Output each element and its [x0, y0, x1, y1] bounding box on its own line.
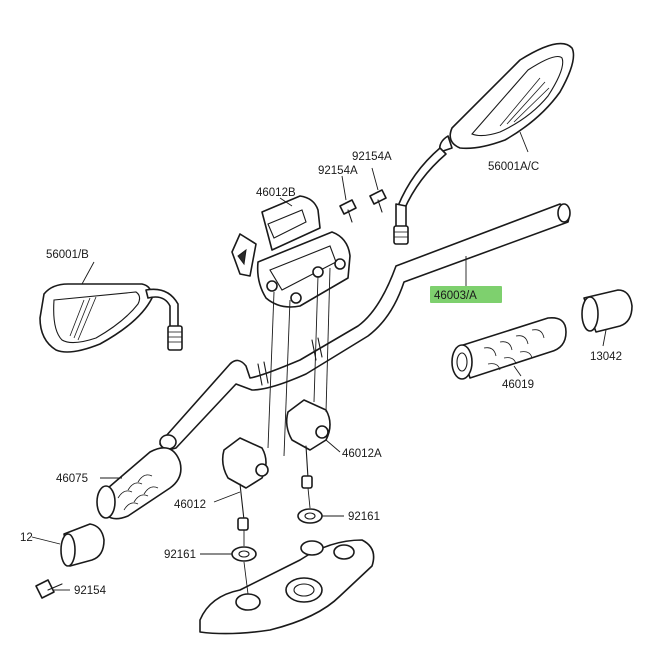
label-46075: 46075 — [56, 473, 88, 485]
highlight-46003 — [430, 286, 502, 303]
holder-lower-a[interactable] — [285, 399, 331, 489]
triple-clamp — [199, 539, 375, 635]
label-46012: 46012 — [174, 499, 206, 511]
label-12: 12 — [20, 532, 33, 544]
guide-lines — [243, 267, 331, 595]
label-92154: 92154 — [74, 585, 107, 597]
bolt-92154[interactable] — [35, 579, 63, 599]
washer-left[interactable] — [231, 546, 257, 562]
label-56001-b: 56001/B — [46, 249, 89, 261]
label-46003-a: 46003/A — [434, 290, 477, 302]
mirror-left[interactable] — [39, 283, 183, 353]
weight-right[interactable] — [581, 289, 633, 333]
label-92154a-left: 92154A — [318, 165, 358, 177]
weight-left[interactable] — [60, 523, 105, 567]
grip-left[interactable] — [96, 446, 182, 520]
bolt-92154a-left[interactable] — [339, 199, 357, 223]
label-46012b: 46012B — [256, 187, 296, 199]
washer-right[interactable] — [297, 508, 323, 524]
label-92154a-right: 92154A — [352, 151, 392, 163]
label-46019: 46019 — [502, 379, 534, 391]
mirror-right[interactable] — [393, 42, 575, 245]
label-56001a-c: 56001A/C — [488, 161, 539, 173]
label-92161-left: 92161 — [164, 549, 196, 561]
leader-lines — [31, 131, 607, 591]
part-labels: 56001A/C 56001/B 92154A 92154A 46012B 46… — [20, 151, 622, 597]
label-46012a: 46012A — [342, 448, 382, 460]
handlebar[interactable] — [159, 203, 571, 451]
label-92161-right: 92161 — [348, 511, 380, 523]
holder-upper[interactable] — [231, 195, 351, 308]
label-13042: 13042 — [590, 351, 622, 363]
bolt-92154a-right[interactable] — [369, 189, 387, 213]
holder-lower[interactable] — [221, 437, 269, 531]
grip-right[interactable] — [451, 316, 567, 380]
